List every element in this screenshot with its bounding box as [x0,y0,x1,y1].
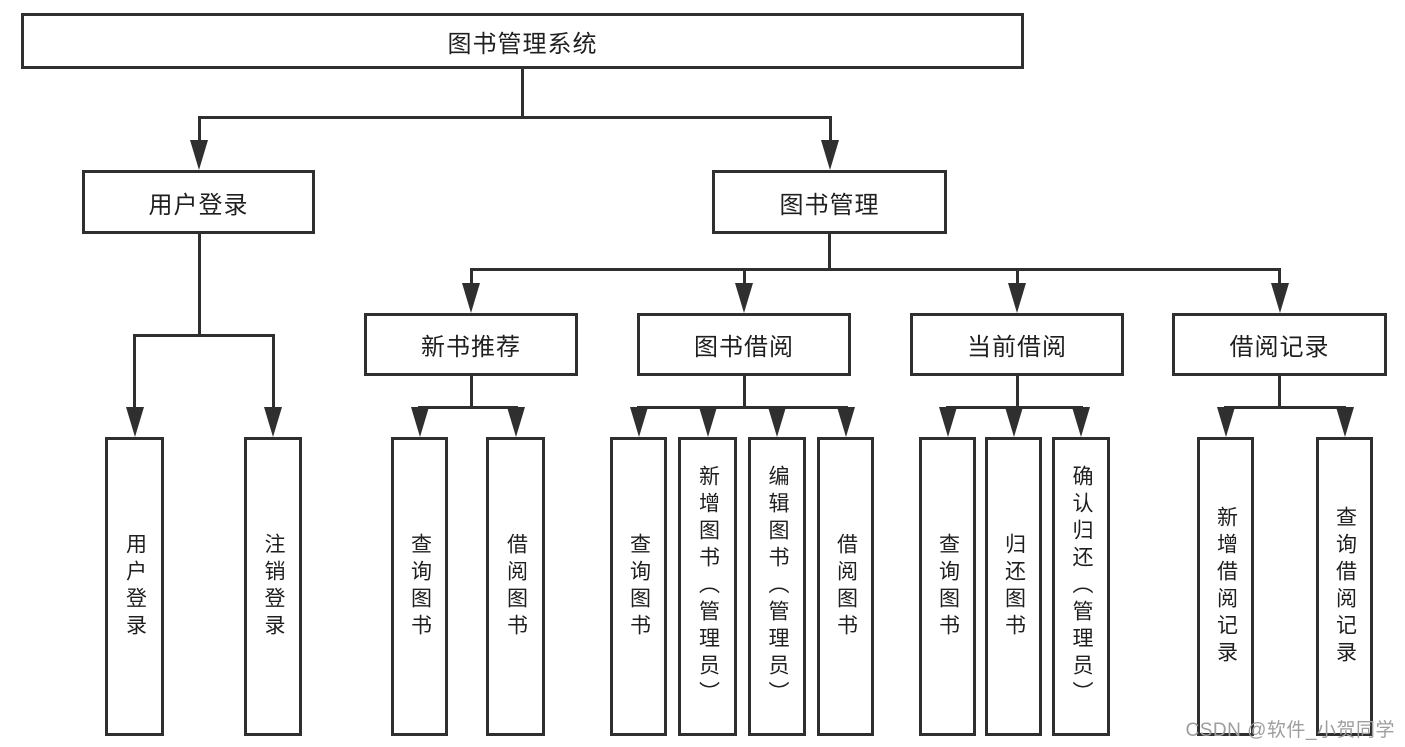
arrowhead-down-icon [837,407,855,437]
connector-rail-user-login [133,334,275,337]
arrowhead-down-icon [735,283,753,313]
node-current-borrow: 当前借阅 [910,313,1124,376]
connector-rail-book-mgmt [470,268,1281,271]
arrowhead-down-icon [699,407,717,437]
arrowhead-down-icon [126,407,144,437]
leaf-query-books-2: 查询图书 [610,437,667,736]
leaf-borrow-books-1: 借阅图书 [486,437,545,736]
leaf-add-borrow-record: 新增借阅记录 [1197,437,1254,736]
connector-rail-new-book [418,406,518,409]
arrowhead-down-icon [1271,283,1289,313]
connector-rail-borrow-records [1224,406,1346,409]
node-book-borrow: 图书借阅 [637,313,851,376]
connector-stem-current-borrow [1016,376,1019,409]
node-new-book-recommend: 新书推荐 [364,313,578,376]
connector-rail-root [198,116,832,119]
node-borrow-records: 借阅记录 [1172,313,1387,376]
connector-stem-new-book [470,376,473,409]
connector-stub-level3 [743,268,746,285]
arrowhead-down-icon [190,140,208,170]
arrowhead-down-icon [1005,407,1023,437]
arrowhead-down-icon [1072,407,1090,437]
connector-stub-level3 [470,268,473,285]
node-root-library-system: 图书管理系统 [21,13,1024,69]
connector-stub-level3 [1278,268,1281,285]
leaf-return-book: 归还图书 [985,437,1042,736]
connector-stem-book-borrow [743,376,746,409]
arrowhead-down-icon [630,407,648,437]
leaf-logout: 注销登录 [244,437,302,736]
connector-stub-leaf [272,334,275,409]
arrowhead-down-icon [411,407,429,437]
connector-stem-borrow-records [1278,376,1281,409]
arrowhead-down-icon [768,407,786,437]
node-user-login: 用户登录 [82,170,315,234]
leaf-edit-book-admin: 编辑图书（管理员） [748,437,806,736]
leaf-query-books-1: 查询图书 [391,437,448,736]
leaf-add-book-admin: 新增图书（管理员） [678,437,737,736]
connector-stub-book-mgmt [829,116,832,142]
connector-stem-book-mgmt [828,234,831,271]
connector-rail-book-borrow [637,406,848,409]
connector-stub-user-login [198,116,201,142]
arrowhead-down-icon [821,140,839,170]
node-book-management: 图书管理 [712,170,947,234]
connector-stem-root [521,69,524,119]
arrowhead-down-icon [1217,407,1235,437]
connector-stub-level3 [1016,268,1019,285]
leaf-user-login: 用户登录 [105,437,164,736]
leaf-borrow-books-2: 借阅图书 [817,437,874,736]
arrowhead-down-icon [264,407,282,437]
arrowhead-down-icon [939,407,957,437]
arrowhead-down-icon [1008,283,1026,313]
leaf-confirm-return-admin: 确认归还（管理员） [1052,437,1110,736]
leaf-query-borrow-record: 查询借阅记录 [1316,437,1373,736]
leaf-query-books-3: 查询图书 [919,437,976,736]
arrowhead-down-icon [1336,407,1354,437]
connector-stub-leaf [133,334,136,409]
connector-stem-user-login [198,234,201,337]
arrowhead-down-icon [507,407,525,437]
watermark: CSDN @软件_小贺同学 [1185,720,1395,741]
arrowhead-down-icon [462,283,480,313]
